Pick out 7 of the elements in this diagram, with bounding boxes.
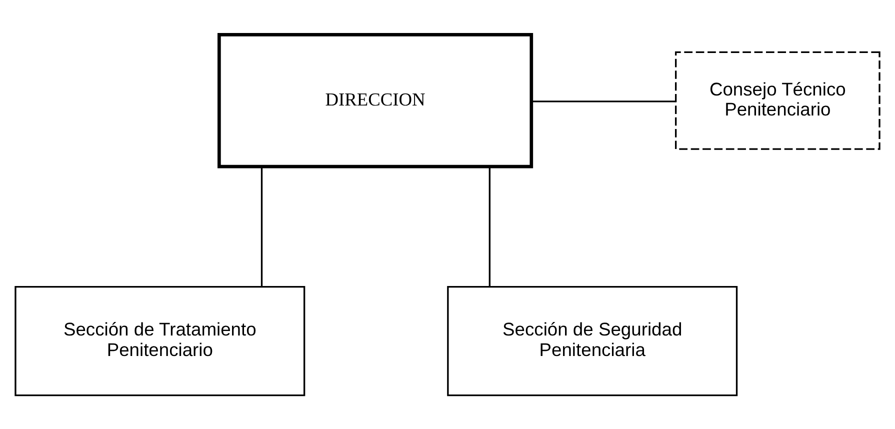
node-box: Sección de Seguridad Penitenciaria xyxy=(447,285,738,396)
connector xyxy=(260,166,263,286)
connector xyxy=(531,100,676,102)
node-box: DIRECCION xyxy=(218,32,534,168)
connector xyxy=(488,166,490,286)
node-box: Sección de Tratamiento Penitenciario xyxy=(14,285,306,396)
node-box: Consejo Técnico Penitenciario xyxy=(675,50,880,150)
